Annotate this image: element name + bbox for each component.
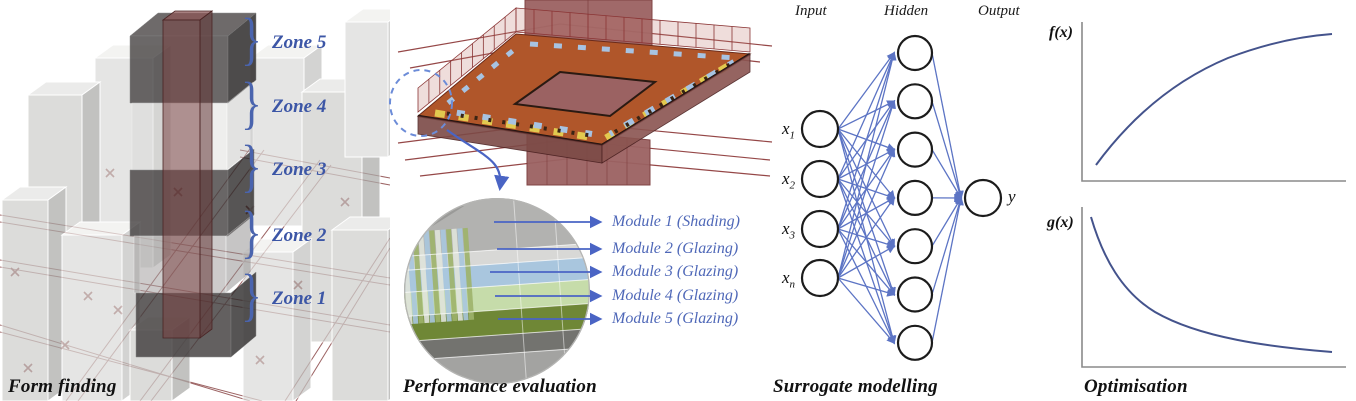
form-finding-illustration: } } } } } (0, 7, 390, 401)
input-xn-label: xn (767, 267, 795, 295)
module-3-label: Module 3 (Glazing) (612, 263, 739, 280)
fx-axes (1081, 22, 1346, 182)
city-buildings (0, 8, 390, 401)
gx-plot (1081, 207, 1346, 368)
zone-4-label: Zone 4 (272, 96, 327, 117)
x3-base: x (781, 219, 790, 238)
floorplate-slab (416, 33, 752, 164)
x2-base: x (781, 169, 790, 188)
zone-3-label: Zone 3 (272, 159, 327, 180)
xn-base: x (781, 268, 790, 287)
x1-base: x (781, 119, 790, 138)
tower-zone-stack (129, 10, 257, 358)
input-x1-label: x1 (767, 118, 795, 146)
floorplate-parapet-grid (417, 7, 751, 113)
fx-curve (1095, 33, 1333, 166)
x1-sub: 1 (789, 129, 796, 142)
tower-core (161, 10, 214, 339)
fx-plot (1081, 22, 1346, 182)
module-callout-arrows (490, 215, 603, 326)
facade-detail-circle (404, 198, 590, 384)
module-4-label: Module 4 (Glazing) (612, 287, 739, 304)
zoom-source-ellipse (389, 69, 453, 137)
gx-axes (1081, 207, 1346, 368)
zone-4-brace: } (241, 71, 262, 135)
zoom-callout-arrow (446, 129, 510, 192)
fx-label: f(x) (1049, 24, 1073, 41)
input-layer-header: Input (795, 3, 827, 19)
zone-3-brace: } (241, 134, 262, 198)
optimisation-plots (1081, 22, 1346, 368)
module-5-label: Module 5 (Glazing) (612, 310, 739, 327)
module-2-label: Module 2 (Glazing) (612, 240, 739, 257)
optimisation-caption: Optimisation (1084, 376, 1188, 397)
form-finding-caption: Form finding (8, 376, 117, 397)
zone-2-brace: } (241, 200, 262, 264)
gx-curve (1090, 216, 1333, 353)
output-y-label: y (1008, 187, 1016, 206)
xn-sub: n (789, 278, 796, 291)
input-x3-label: x3 (767, 218, 795, 246)
network-nodes (800, 34, 1003, 361)
input-x2-label: x2 (767, 168, 795, 196)
x3-sub: 3 (789, 229, 796, 242)
x2-sub: 2 (789, 179, 796, 192)
performance-evaluation-illustration (389, 0, 773, 384)
network-edges (837, 51, 964, 345)
module-1-label: Module 1 (Shading) (612, 213, 740, 230)
zone-5-brace: } (241, 7, 262, 71)
zone-1-brace: } (241, 263, 262, 327)
gx-label: g(x) (1047, 214, 1074, 231)
zone-braces: } } } } } (241, 7, 262, 327)
hidden-layer-header: Hidden (884, 3, 929, 19)
zone-2-label: Zone 2 (272, 225, 327, 246)
performance-evaluation-caption: Performance evaluation (403, 376, 597, 397)
zone-1-label: Zone 1 (272, 288, 327, 309)
surrogate-modelling-caption: Surrogate modelling (773, 376, 938, 397)
neural-network-diagram (800, 34, 1003, 361)
zone-5-label: Zone 5 (272, 32, 327, 53)
output-layer-header: Output (978, 3, 1020, 19)
